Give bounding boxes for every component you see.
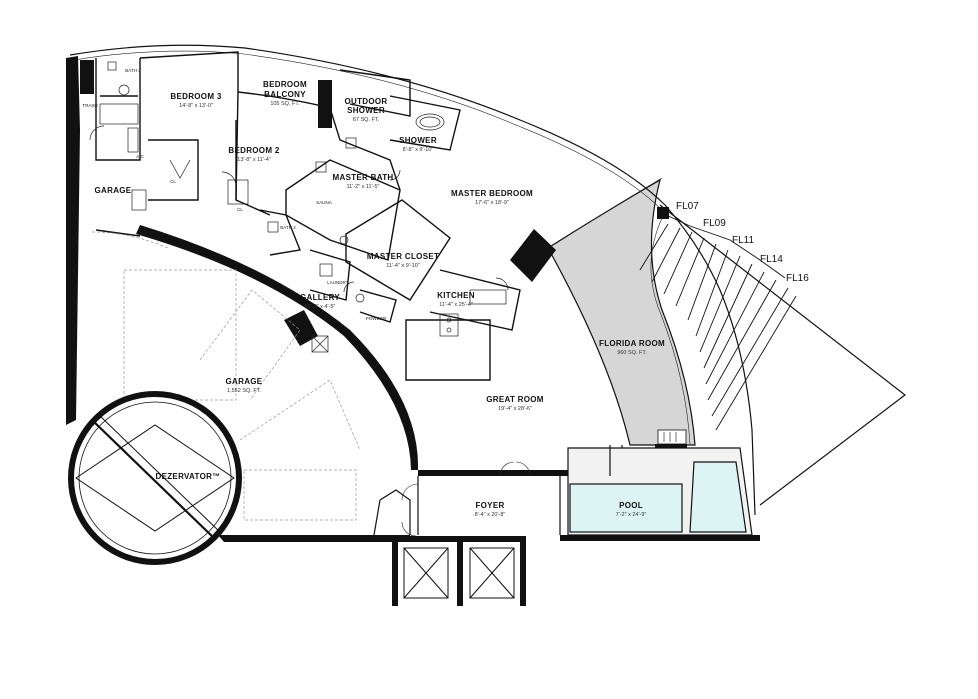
great-room-dim: 19'-4" x 28'-6" bbox=[498, 406, 532, 412]
foyer-dim: 8'-4" x 20'-8" bbox=[475, 512, 506, 518]
structural-walls bbox=[66, 56, 760, 606]
garage-parking-outlines bbox=[91, 231, 361, 521]
gallery-label: GALLERY bbox=[300, 293, 340, 302]
master-closet-label: MASTER CLOSET bbox=[367, 252, 439, 261]
great-room-label: GREAT ROOM bbox=[486, 395, 544, 404]
bedroom3-dim: 14'-8" x 13'-0" bbox=[179, 103, 213, 109]
balcony-outer-edge bbox=[659, 204, 906, 506]
foyer-walls bbox=[373, 476, 561, 536]
florida-room-dim: 960 SQ. FT. bbox=[617, 350, 647, 356]
floor-label-fl14: FL14 bbox=[760, 254, 783, 265]
floor-label-fl07: FL07 bbox=[676, 201, 699, 212]
master-bedroom-label: MASTER BEDROOM bbox=[451, 189, 533, 198]
pool-area bbox=[567, 429, 753, 536]
kitchen-label: KITCHEN bbox=[437, 291, 475, 300]
garage-label: GARAGE bbox=[226, 377, 263, 386]
outdoor-shower-label-1: OUTDOOR bbox=[345, 97, 388, 106]
gallery-dim: 52'-2" x 4'-5" bbox=[305, 304, 336, 310]
shower-dim: 8'-8" x 9'-10" bbox=[403, 147, 434, 153]
floor-level-lines bbox=[639, 213, 797, 431]
master-bedroom-dim: 17'-6" x 18'-9" bbox=[475, 200, 509, 206]
balcony-column bbox=[657, 207, 669, 219]
foyer-label: FOYER bbox=[475, 501, 504, 510]
pool-dim: 7'-2" x 24'-9" bbox=[616, 512, 647, 518]
master-bath-label: MASTER BATH bbox=[333, 173, 394, 182]
garage-dim: 1,552 SQ. FT. bbox=[227, 388, 261, 394]
bedroom2-dim: 13'-8" x 11'-4" bbox=[237, 157, 270, 163]
bath2-label: BATH 2 bbox=[280, 225, 296, 230]
master-closet-dim: 11'-4" x 9'-10" bbox=[386, 263, 419, 269]
laundry-label: LAUNDRY bbox=[327, 280, 348, 285]
elevators bbox=[403, 547, 515, 599]
pool-label: POOL bbox=[619, 501, 643, 510]
floor-label-fl11: FL11 bbox=[732, 235, 754, 246]
trash-label: TRASH bbox=[82, 103, 97, 108]
bedroom3-label: BEDROOM 3 bbox=[170, 92, 221, 101]
garage-small-label: GARAGE bbox=[95, 186, 132, 195]
pool-water bbox=[569, 483, 683, 533]
closet-label-1: CL bbox=[170, 179, 176, 184]
balcony-dim: 105 SQ. FT. bbox=[270, 101, 300, 107]
balcony-label-1: BEDROOM bbox=[263, 80, 307, 89]
dezervator-lift bbox=[68, 391, 242, 565]
florida-room-area bbox=[547, 178, 696, 446]
floor-label-fl16: FL16 bbox=[786, 273, 809, 284]
florida-room-label: FLORIDA ROOM bbox=[599, 339, 665, 348]
powder-label: POWDER bbox=[366, 316, 387, 321]
outdoor-shower-dim: 67 SQ. FT. bbox=[353, 117, 380, 123]
ac-label: A/C bbox=[136, 154, 144, 159]
outer-curved-glass-wall bbox=[69, 44, 756, 516]
outdoor-shower-label-2: SHOWER bbox=[347, 106, 385, 115]
interior-partitions bbox=[95, 51, 521, 381]
floor-label-fl09: FL09 bbox=[703, 218, 726, 229]
shower-label: SHOWER bbox=[399, 136, 437, 145]
master-bath-dim: 11'-2" x 11'-5" bbox=[346, 184, 379, 190]
closet-label-2: CL bbox=[237, 207, 243, 212]
dezervator-label: DEZERVATOR™ bbox=[156, 472, 221, 481]
balcony-label-2: BALCONY bbox=[264, 90, 306, 99]
fixtures bbox=[89, 61, 509, 353]
kitchen-dim: 11'-4" x 25'-4" bbox=[439, 302, 472, 308]
bath3-label: BATH 3 bbox=[125, 68, 141, 73]
bedroom2-label: BEDROOM 2 bbox=[228, 146, 279, 155]
sauna-label: SAUNA bbox=[316, 200, 332, 205]
